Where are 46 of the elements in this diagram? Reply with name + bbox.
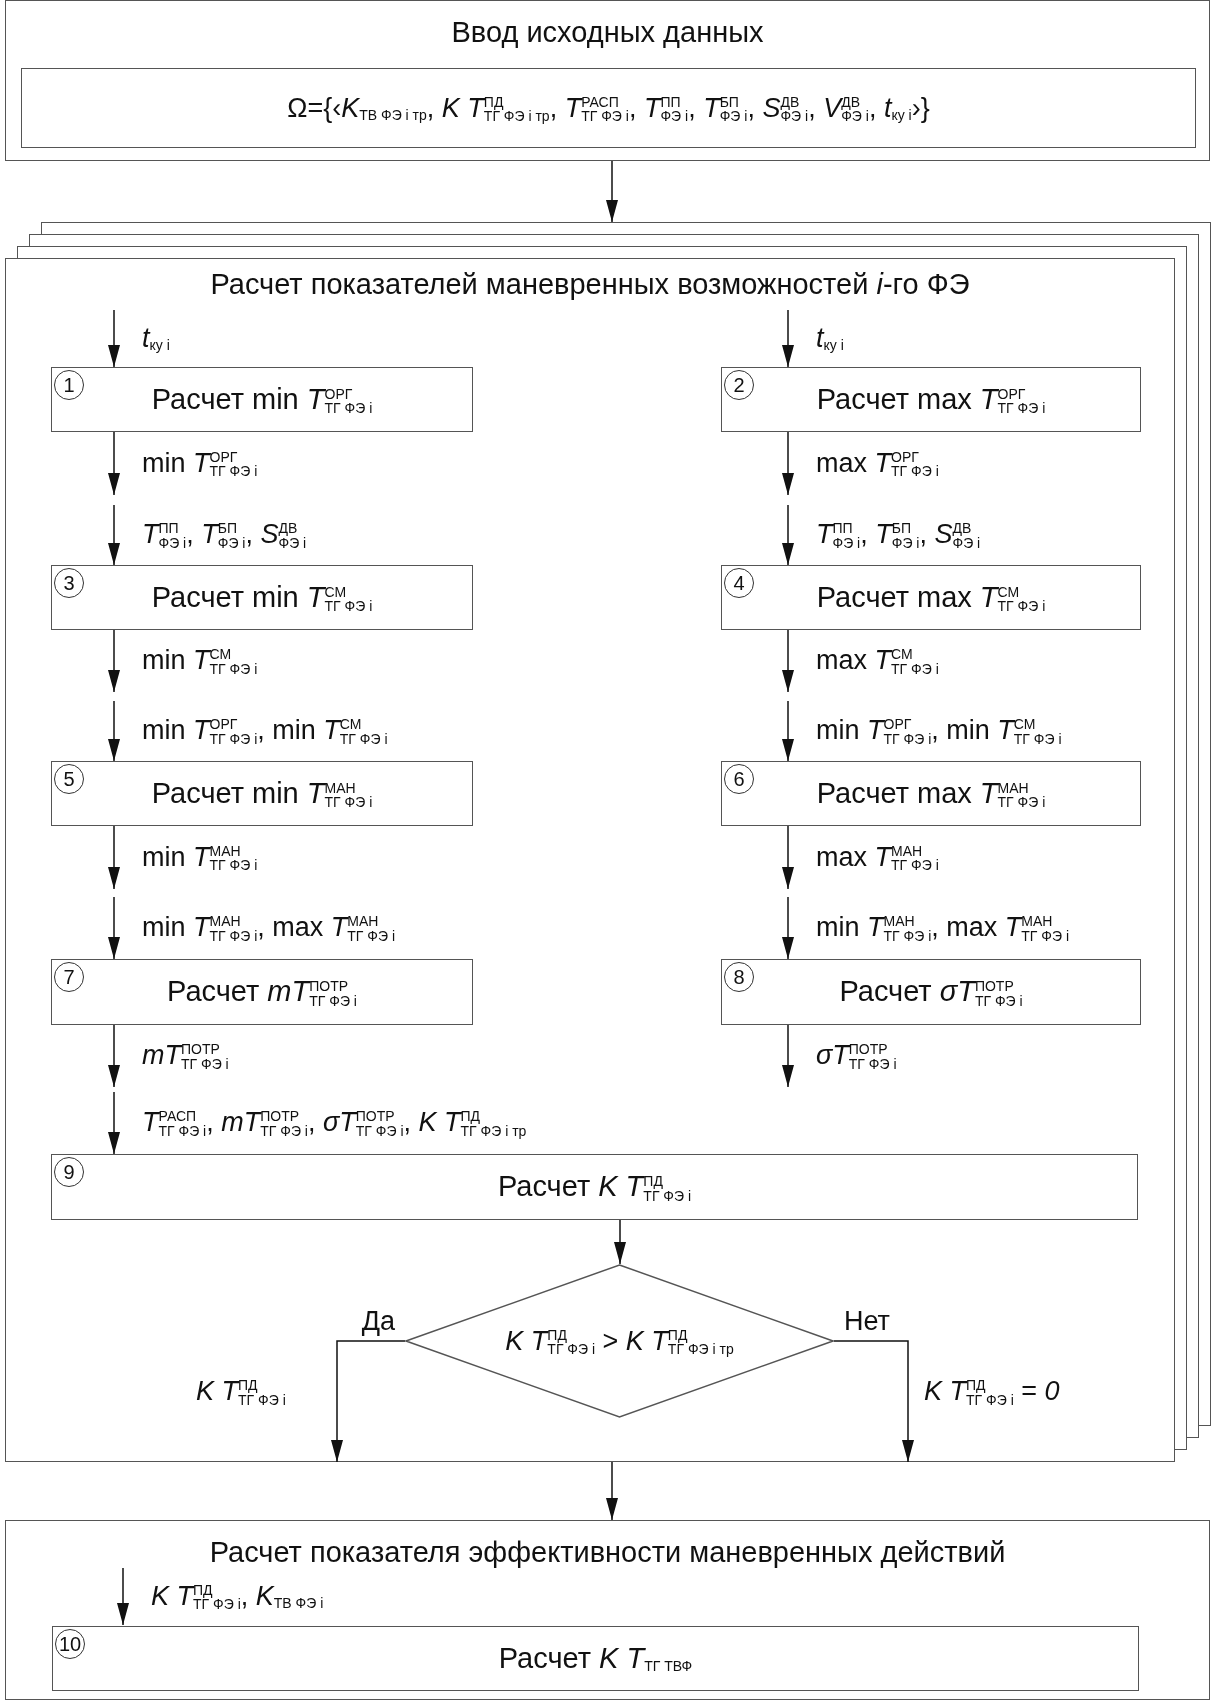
arrow	[331, 1340, 406, 1463]
arrow	[108, 431, 120, 496]
process-box	[51, 367, 473, 432]
formula-box	[21, 68, 1196, 148]
process-box	[721, 367, 1141, 432]
arrow	[108, 629, 120, 693]
process-frame	[5, 1520, 1210, 1700]
arrow	[782, 431, 794, 496]
process-box	[721, 959, 1141, 1025]
arrow	[782, 700, 794, 762]
edge-label: Нет	[844, 1306, 890, 1337]
arrow	[782, 896, 794, 960]
arrow	[782, 504, 794, 566]
stacked-frame	[5, 222, 1211, 1462]
process-box	[721, 761, 1141, 826]
process-box	[721, 565, 1141, 630]
arrow	[782, 825, 794, 890]
frame-title: Расчет показателей маневренных возможностей i-го ФЭ	[210, 267, 970, 302]
process-frame	[5, 0, 1210, 161]
arrow	[614, 1219, 626, 1265]
arrow	[606, 160, 618, 223]
frame-title: Ввод исходных данных	[451, 15, 764, 50]
edge-label: t$_{ку i}$	[142, 322, 170, 353]
arrow	[108, 1091, 120, 1155]
arrow	[833, 1340, 914, 1463]
arrow	[782, 1024, 794, 1088]
arrow	[108, 896, 120, 960]
arrow	[108, 504, 120, 566]
arrow	[108, 700, 120, 762]
edge-label: Да	[361, 1306, 395, 1337]
process-box	[51, 959, 473, 1025]
arrow	[782, 629, 794, 693]
arrow	[108, 1024, 120, 1088]
edge-label: t$_{ку i}$	[816, 322, 844, 353]
frame-title: Расчет показателя эффективности маневренных действий	[209, 1535, 1006, 1570]
arrow	[117, 1567, 129, 1626]
arrow	[108, 825, 120, 890]
process-box	[52, 1626, 1139, 1691]
process-box	[51, 565, 473, 630]
arrow	[782, 309, 794, 368]
arrow	[606, 1461, 618, 1521]
box-label: Расчет K T$_{ТГ ТВФ}$	[498, 1640, 693, 1677]
decision-diamond	[405, 1264, 834, 1418]
process-box	[51, 761, 473, 826]
arrow	[108, 309, 120, 368]
process-box	[51, 1154, 1138, 1220]
